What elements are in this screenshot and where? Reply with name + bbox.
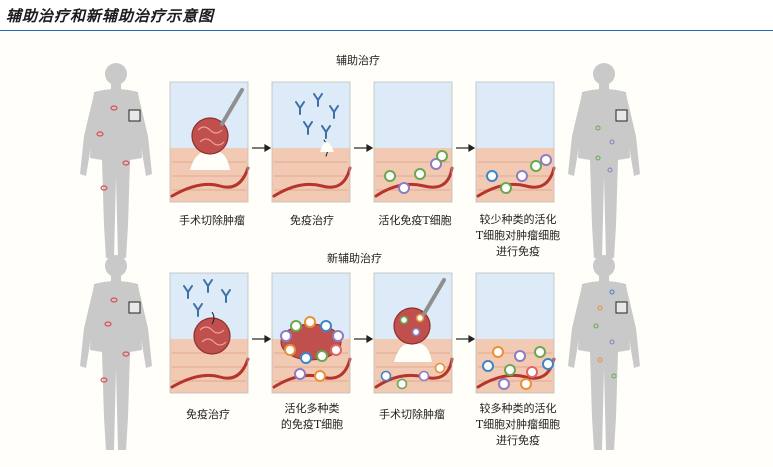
caption-row1-step2: 免疫治疗: [272, 213, 352, 229]
caption-row1-step1: 手术切除肿瘤: [170, 213, 254, 229]
human-silhouette-left-row2: [80, 255, 152, 450]
zoom-box-left-row2: [129, 302, 140, 313]
title-bar: 辅助治疗和新辅助治疗示意图: [0, 0, 773, 31]
caption-row2-step1: 免疫治疗: [170, 407, 246, 423]
human-silhouette-right-row1: [568, 63, 640, 258]
zoom-box-left-row1: [129, 110, 140, 121]
row-label-neoadjuvant: 新辅助治疗: [327, 250, 382, 266]
figure-title: 辅助治疗和新辅助治疗示意图: [6, 5, 214, 26]
zoom-box-right-row1: [616, 110, 627, 121]
caption-row2-step3: 手术切除肿瘤: [370, 407, 454, 423]
illustration: [0, 30, 773, 467]
caption-row1-step3: 活化免疫T细胞: [370, 213, 460, 229]
row-label-adjuvant: 辅助治疗: [336, 52, 380, 68]
human-silhouette-left-row1: [80, 63, 152, 258]
zoom-box-right-row2: [616, 302, 627, 313]
caption-row2-step2: 活化多种类的免疫T细胞: [268, 401, 356, 433]
human-silhouette-right-row2: [568, 255, 640, 450]
